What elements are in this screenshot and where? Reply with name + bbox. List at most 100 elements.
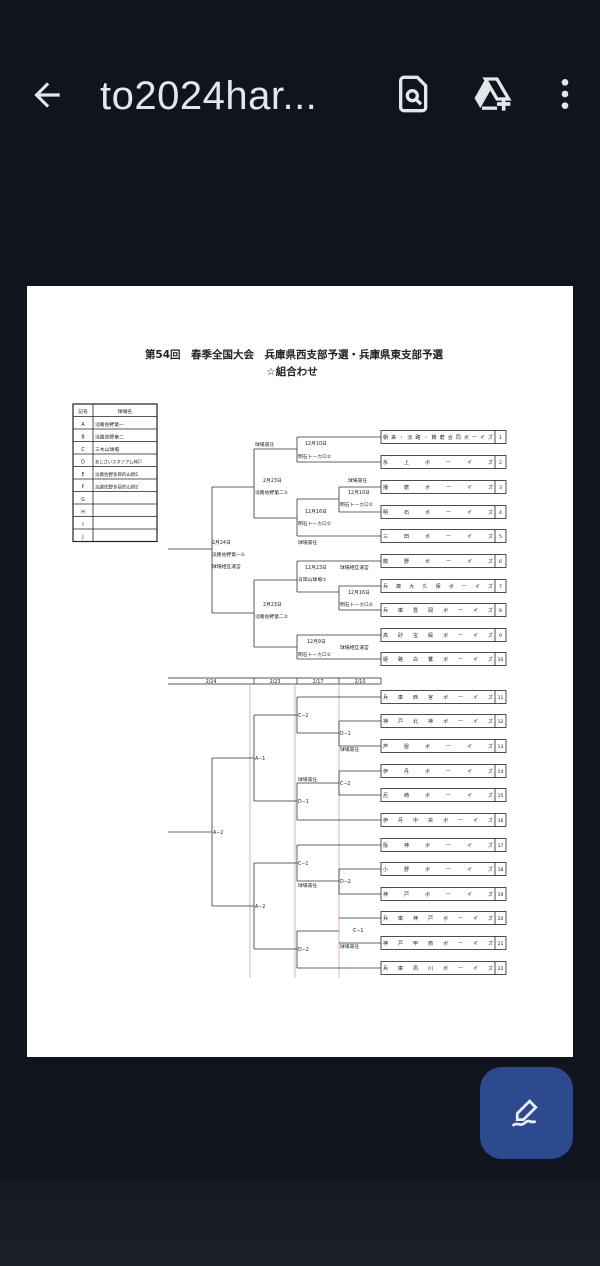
match-code: D−1 — [298, 799, 309, 805]
add-to-drive-icon[interactable] — [472, 74, 512, 114]
match-code: C−1 — [298, 861, 308, 867]
match-date: 12月10日 — [348, 490, 370, 496]
venue-header-name: 球場名 — [118, 408, 133, 415]
venue-code: E — [81, 472, 84, 478]
match-code: C−2 — [340, 781, 350, 787]
match-venue: 淡路佐野第二② — [255, 613, 288, 620]
match-code: A−2 — [213, 830, 223, 836]
venue-code: J — [81, 535, 83, 541]
venue-code: D — [81, 460, 85, 466]
match-venue: 日岡山球場① — [298, 576, 326, 583]
team-box — [380, 911, 507, 925]
match-date: 2月23日 — [263, 478, 282, 484]
doc-title: 第54回 春季全国大会 兵庫県西支部予選・兵庫県東支部予選 — [145, 348, 444, 361]
team-number: 13 — [498, 744, 504, 750]
match-date: 12月10日 — [305, 441, 327, 447]
edit-pen-icon — [511, 1099, 538, 1127]
team-number: 4 — [499, 510, 502, 516]
venue-table — [72, 403, 158, 543]
venue-code: A — [81, 422, 85, 428]
team-number: 6 — [499, 559, 502, 565]
document-title: to2024har... — [100, 74, 318, 118]
match-code: D−2 — [340, 879, 351, 885]
venue-code: I — [82, 522, 83, 528]
round-date: 2/17 — [313, 679, 324, 685]
team-number: 22 — [498, 966, 504, 972]
team-number: 5 — [499, 534, 502, 540]
match-date: 2月24日 — [212, 540, 231, 546]
team-number: 1 — [499, 435, 502, 441]
team-box — [380, 739, 507, 753]
back-arrow-icon[interactable] — [28, 76, 66, 114]
team-number: 17 — [498, 843, 504, 849]
match-host: 球場責任 — [340, 943, 359, 950]
venue-name: あじさいスタジアム神戸 — [95, 459, 143, 466]
app-bar: to2024har... — [0, 0, 600, 190]
team-number: 15 — [498, 793, 504, 799]
team-box — [380, 628, 507, 642]
team-box — [380, 936, 507, 950]
venue-name: 淡路佐野第一 — [95, 421, 124, 428]
match-venue: 淡路佐野第二① — [255, 489, 288, 496]
round-date: 2/24 — [206, 679, 217, 685]
match-date: 12月16日 — [348, 590, 370, 596]
team-box — [380, 862, 507, 876]
team-box — [380, 579, 507, 593]
team-box — [380, 690, 507, 704]
team-number: 11 — [498, 695, 504, 701]
team-box — [380, 788, 507, 802]
match-venue: 明石トーカロ① — [298, 521, 331, 527]
match-venue: 明石トーカロ② — [340, 602, 373, 608]
venue-table-border — [72, 403, 158, 543]
match-host: 球場相互運営 — [212, 563, 241, 570]
east-bracket-labels: C−2 D−1 球場責任 球場責任 C−2 D−1 A−1 A−2 A−2 C−… — [213, 713, 363, 953]
match-code: C−1 — [353, 928, 363, 934]
venue-code: B — [81, 435, 84, 441]
team-box — [380, 554, 507, 568]
team-number: 14 — [498, 769, 504, 775]
more-vert-icon[interactable] — [545, 74, 585, 114]
match-host: 球場責任 — [298, 882, 317, 889]
venue-code: C — [81, 447, 85, 453]
match-host: 球場責任 — [348, 477, 367, 484]
match-date: 12月9日 — [307, 639, 326, 645]
team-number: 10 — [498, 657, 504, 663]
match-venue: 明石トーカロ① — [298, 652, 331, 658]
east-date-header — [168, 677, 382, 685]
team-number: 8 — [499, 608, 502, 614]
round-guide-lines — [249, 684, 340, 978]
edit-fab-button[interactable] — [480, 1067, 573, 1159]
match-code: C−2 — [298, 713, 308, 719]
team-box — [380, 764, 507, 778]
find-in-document-icon[interactable] — [394, 74, 434, 114]
match-host: 球場責任 — [298, 776, 317, 783]
team-box — [380, 838, 507, 852]
round-date: 2/10 — [355, 679, 366, 685]
match-date: 12月23日 — [305, 565, 327, 571]
team-number: 2 — [499, 460, 502, 466]
match-venue: 明石トーカロ① — [340, 502, 373, 508]
match-code: D−2 — [298, 947, 309, 953]
venue-header-code: 記号 — [78, 408, 88, 415]
match-host: 球場相互運営 — [340, 564, 369, 571]
team-number: 3 — [499, 485, 502, 491]
match-code: A−1 — [255, 756, 265, 762]
venue-name: 淡路佐野第二 — [95, 434, 124, 441]
match-host: 球場責任 — [340, 746, 359, 753]
